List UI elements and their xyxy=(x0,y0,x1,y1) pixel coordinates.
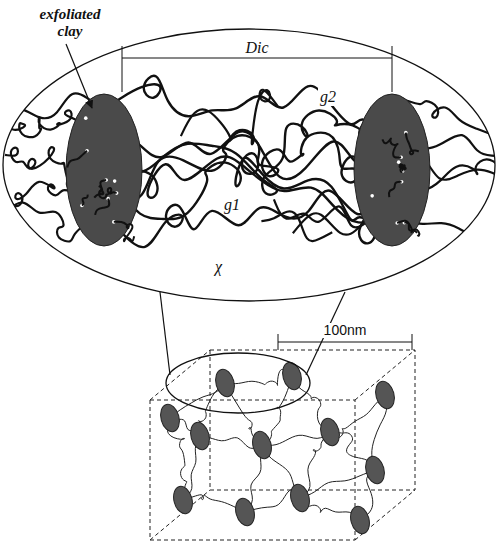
clay-platelet xyxy=(213,367,238,399)
dimension: 100nm xyxy=(322,323,369,338)
clay-platelet xyxy=(348,504,373,536)
polymer-chain xyxy=(261,211,332,241)
clay-platelet xyxy=(171,484,196,516)
part-name: exfoliated clay xyxy=(28,6,112,39)
symbol-label: χ xyxy=(213,258,224,276)
symbol-label: g1 xyxy=(222,196,242,214)
clay-platelet xyxy=(363,454,388,486)
zoom-view xyxy=(3,29,495,301)
clay-platelet xyxy=(188,420,213,452)
clay-platelets xyxy=(66,94,430,246)
polymer-chain xyxy=(118,190,378,247)
clay-platelet xyxy=(373,379,398,411)
clay-platelet xyxy=(66,94,142,246)
zoom-line xyxy=(160,292,170,375)
clay-platelet xyxy=(288,482,313,514)
clay-platelet xyxy=(158,402,183,434)
symbol-label: Dic xyxy=(243,39,270,57)
clay-platelet xyxy=(354,94,430,246)
polymer-chains xyxy=(167,369,386,520)
symbol-label: g2 xyxy=(318,88,338,106)
polymer-chain xyxy=(300,470,375,498)
clay-platelet xyxy=(250,429,275,461)
polymer-chain xyxy=(262,432,330,445)
leader-line xyxy=(66,44,92,108)
polymer-chain xyxy=(181,90,278,144)
clay-platelet xyxy=(280,360,305,392)
clay-platelet xyxy=(233,496,258,528)
zoom-ellipse xyxy=(166,353,310,413)
polymer-chain xyxy=(225,369,292,385)
polymer-chain xyxy=(5,93,90,118)
polymer-chains xyxy=(5,76,498,247)
polymer-chain xyxy=(274,199,369,227)
cube-box xyxy=(150,350,415,540)
polymer-chain xyxy=(118,76,378,145)
clay-platelet xyxy=(318,416,343,448)
clay-platelets xyxy=(158,360,398,536)
